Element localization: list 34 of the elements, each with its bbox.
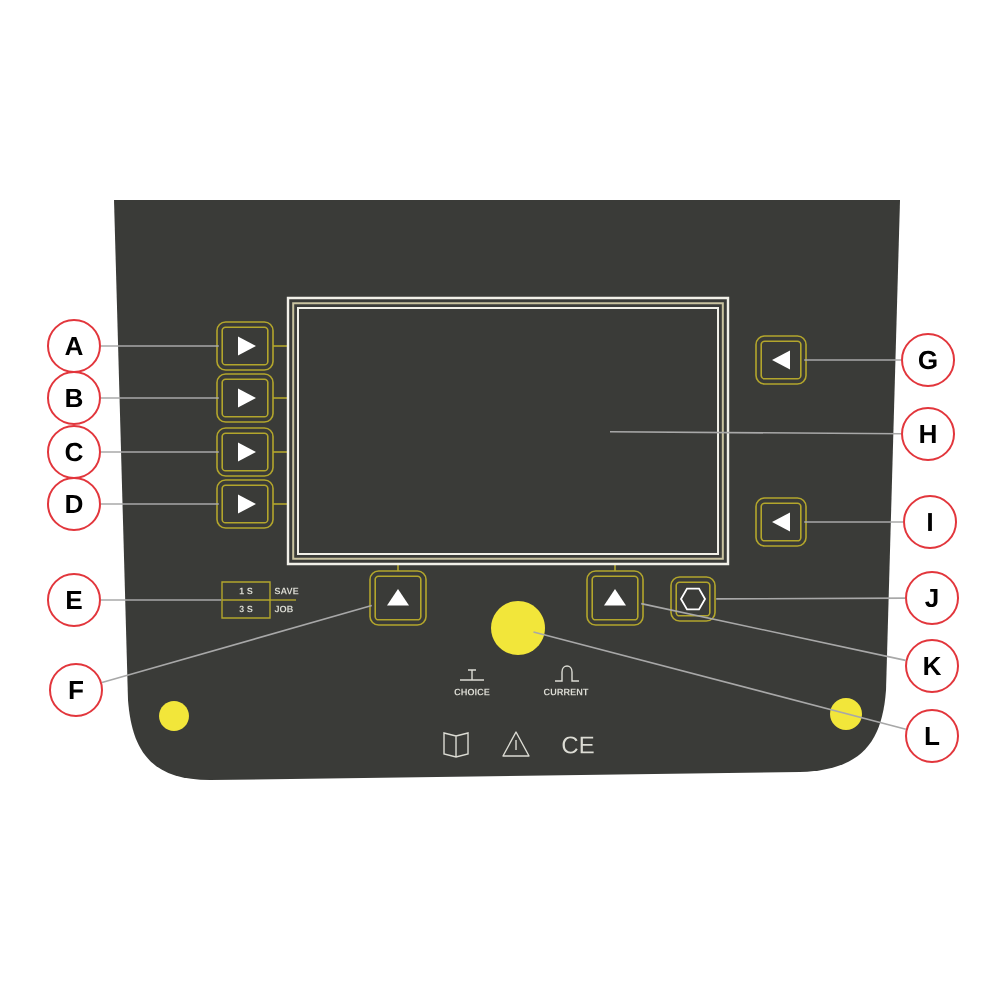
- callout-letter: D: [47, 477, 101, 531]
- push-button: [216, 479, 274, 529]
- callout-letter: K: [905, 639, 959, 693]
- leader-line: [100, 451, 220, 453]
- callout-letter: E: [47, 573, 101, 627]
- leader-line: [715, 597, 906, 600]
- display-screen: [286, 296, 730, 566]
- callout-letter: L: [905, 709, 959, 763]
- callout-letter: B: [47, 371, 101, 425]
- push-button: [216, 373, 274, 423]
- leader-line: [803, 521, 904, 523]
- push-button: [755, 497, 807, 547]
- push-button: [216, 321, 274, 371]
- push-button: [755, 335, 807, 385]
- push-button: [670, 576, 716, 622]
- callout-letter: A: [47, 319, 101, 373]
- ce-mark: CE: [562, 736, 594, 754]
- leader-line: [100, 345, 220, 347]
- callout-letter: H: [901, 407, 955, 461]
- leader-line: [609, 430, 902, 435]
- callout-letter: C: [47, 425, 101, 479]
- leader-line: [640, 602, 907, 662]
- leader-line: [803, 359, 902, 361]
- callout-letter: I: [903, 495, 957, 549]
- leader-line: [100, 397, 220, 399]
- callout-letter: J: [905, 571, 959, 625]
- callout-letter: G: [901, 333, 955, 387]
- rotary-knob: [491, 601, 545, 655]
- push-button: [369, 570, 427, 626]
- push-button: [216, 427, 274, 477]
- callout-letter: F: [49, 663, 103, 717]
- leader-line: [100, 599, 223, 601]
- leader-line: [100, 503, 220, 505]
- push-button: [586, 570, 644, 626]
